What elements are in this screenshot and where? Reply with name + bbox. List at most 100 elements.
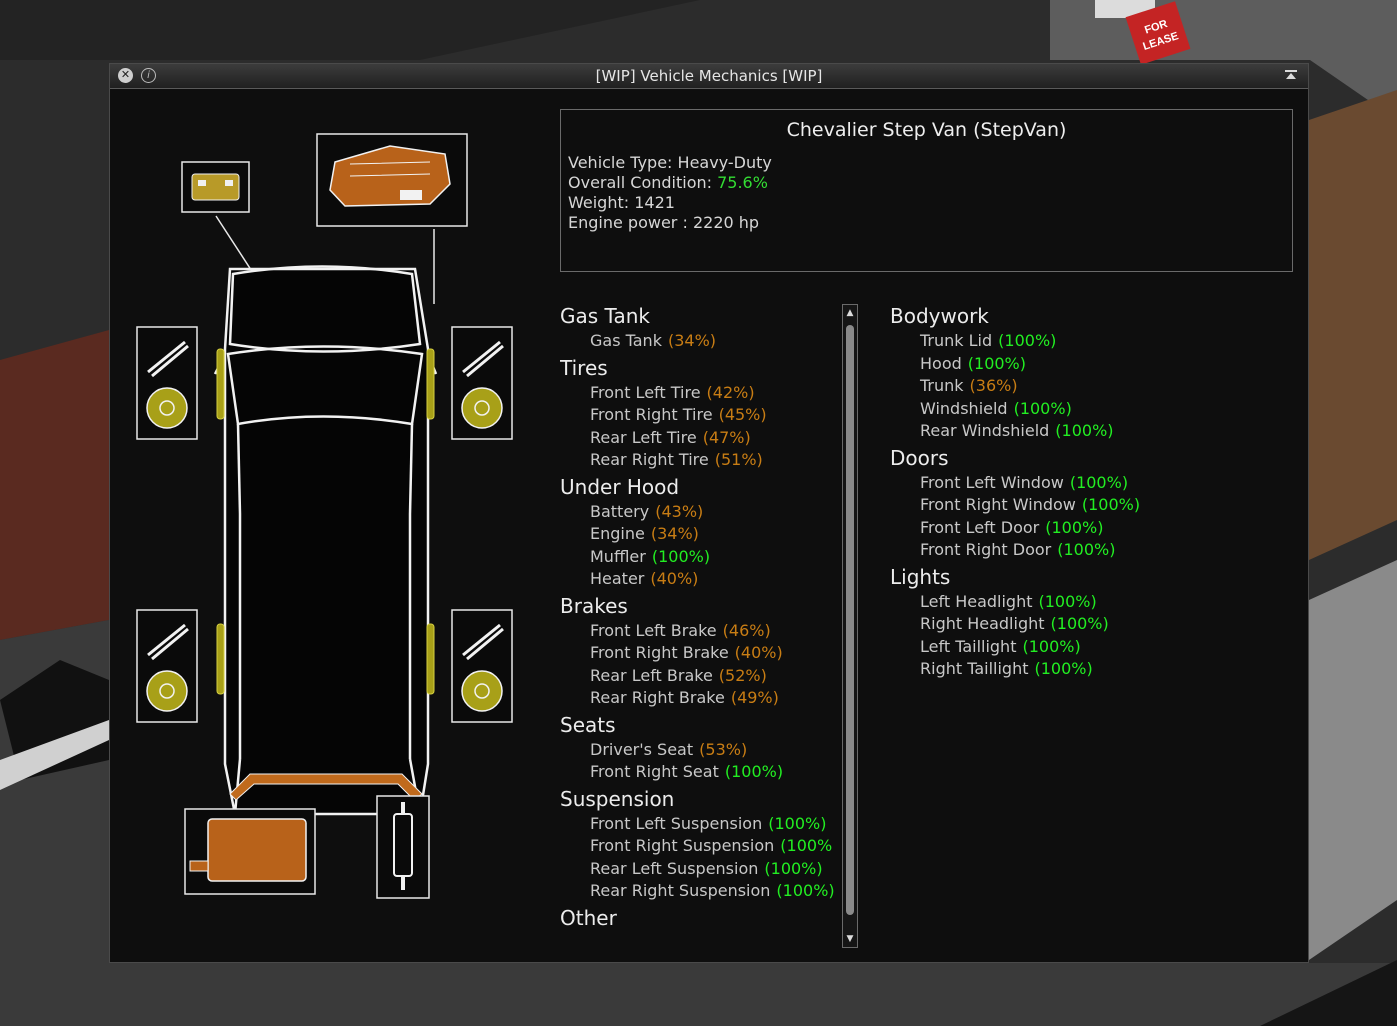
part-item[interactable]: Left Headlight(100%) <box>920 592 1097 611</box>
battery-icon[interactable] <box>181 161 250 213</box>
part-name: Trunk <box>920 376 964 395</box>
part-item[interactable]: Front Right Tire(45%) <box>590 405 767 424</box>
part-name: Front Right Window <box>920 495 1076 514</box>
for-lease-sign: FOR LEASE <box>1125 1 1191 65</box>
part-item[interactable]: Front Left Door(100%) <box>920 518 1103 537</box>
part-name: Front Right Suspension <box>590 836 775 855</box>
rear-right-brake-icon[interactable] <box>451 609 513 723</box>
part-condition: (100%) <box>1034 659 1093 678</box>
part-item[interactable]: Rear Right Brake(49%) <box>590 688 779 707</box>
part-item[interactable]: Rear Right Tire (51%) <box>590 450 763 469</box>
part-name: Rear Right Tire <box>590 450 709 469</box>
part-name: Heater <box>590 569 645 588</box>
weight-label: Weight: <box>568 193 630 212</box>
scroll-down-icon[interactable]: ▼ <box>846 934 854 944</box>
wheel-markers <box>216 348 435 695</box>
part-item[interactable]: Trunk Lid(100%) <box>920 331 1056 350</box>
part-condition: (100%) <box>1038 591 1097 611</box>
van-body-outline <box>213 265 438 816</box>
close-button[interactable]: ✕ <box>118 68 133 83</box>
part-condition: (45%) <box>718 405 767 424</box>
part-item[interactable]: Hood(100%) <box>920 354 1026 373</box>
part-item[interactable]: Front Right Brake(40%) <box>590 643 783 662</box>
gas-tank-icon[interactable] <box>184 808 316 895</box>
part-condition: (46%) <box>722 620 771 640</box>
weight-line: Weight: 1421 <box>568 193 675 212</box>
part-condition: (51%) <box>714 450 763 469</box>
part-condition: (100%) <box>776 881 835 900</box>
part-condition: (43%) <box>655 501 704 521</box>
engine-power-label: Engine power : <box>568 213 688 232</box>
part-name: Driver's Seat <box>590 739 694 759</box>
part-item[interactable]: Front Left Suspension(100%) <box>590 814 826 833</box>
category-brakes: Brakes <box>560 593 628 618</box>
part-condition: (100%) <box>967 353 1026 373</box>
part-item[interactable]: Front Right Suspension(100% <box>590 836 832 855</box>
part-item[interactable]: Left Taillight(100%) <box>920 637 1081 656</box>
part-name: Front Right Seat <box>590 762 719 781</box>
part-condition: (42%) <box>706 382 755 402</box>
part-condition: (100%) <box>1069 472 1129 492</box>
muffler-icon[interactable] <box>376 795 430 899</box>
part-condition: (100%) <box>1022 636 1081 656</box>
part-item[interactable]: Front Left Tire(42%) <box>590 383 755 402</box>
part-item[interactable]: Rear Left Brake(52%) <box>590 666 767 685</box>
category-seats: Seats <box>560 712 616 737</box>
part-item[interactable]: Muffler(100%) <box>590 547 710 566</box>
part-item[interactable]: Front Right Seat(100%) <box>590 762 783 781</box>
part-name: Front Left Window <box>920 472 1064 492</box>
scroll-up-icon[interactable]: ▲ <box>846 308 854 318</box>
part-condition: (40%) <box>650 569 699 588</box>
category-under-hood: Under Hood <box>560 474 680 499</box>
part-item[interactable]: Right Taillight(100%) <box>920 659 1093 678</box>
part-item[interactable]: Right Headlight(100%) <box>920 614 1109 633</box>
category-suspension: Suspension <box>560 786 675 811</box>
part-condition: (40%) <box>734 643 783 662</box>
part-item[interactable]: Front Right Window(100%) <box>920 495 1140 514</box>
front-right-brake-icon[interactable] <box>451 326 513 440</box>
part-name: Hood <box>920 353 962 373</box>
part-item[interactable]: Front Right Door(100%) <box>920 540 1115 559</box>
rear-left-brake-icon[interactable] <box>136 609 198 723</box>
part-item[interactable]: Rear Left Suspension(100%) <box>590 859 823 878</box>
part-name: Rear Left Brake <box>590 665 713 685</box>
part-item[interactable]: Trunk(36%) <box>920 376 1018 395</box>
part-item[interactable]: Rear Windshield(100%) <box>920 421 1114 440</box>
window-titlebar[interactable]: ✕ i [WIP] Vehicle Mechanics [WIP] <box>110 64 1308 89</box>
part-item[interactable]: Rear Right Suspension(100%) <box>590 881 835 900</box>
part-condition: (100%) <box>1045 517 1104 537</box>
category-doors: Doors <box>890 445 949 470</box>
part-item[interactable]: Windshield(100%) <box>920 399 1072 418</box>
part-item[interactable]: Driver's Seat(53%) <box>590 740 747 759</box>
part-item[interactable]: Gas Tank(34%) <box>590 331 716 350</box>
part-condition: (100%) <box>1050 614 1109 633</box>
info-button[interactable]: i <box>141 68 156 83</box>
part-item[interactable]: Front Left Window(100%) <box>920 473 1128 492</box>
engine-power-line: Engine power : 2220 hp <box>568 213 759 232</box>
part-item[interactable]: Battery(43%) <box>590 502 703 521</box>
condition-value: 75.6% <box>717 173 768 192</box>
part-condition: (52%) <box>718 665 767 685</box>
scroll-thumb[interactable] <box>846 325 854 915</box>
part-item[interactable]: Heater (40%) <box>590 569 698 588</box>
condition-line: Overall Condition: 75.6% <box>568 173 768 192</box>
part-item[interactable]: Rear Left Tire(47%) <box>590 428 751 447</box>
part-condition: (100%) <box>1055 421 1114 440</box>
part-name: Front Left Tire <box>590 382 701 402</box>
collapse-icon[interactable] <box>1284 69 1298 83</box>
parts-list-scrollbar[interactable]: ▲ ▼ <box>842 304 858 948</box>
weight-value: 1421 <box>634 193 675 212</box>
part-condition: (34%) <box>650 524 699 543</box>
part-item[interactable]: Front Left Brake(46%) <box>590 621 771 640</box>
engine-icon[interactable] <box>316 133 468 227</box>
part-condition: (100%) <box>651 546 711 566</box>
vehicle-info-panel: Chevalier Step Van (StepVan) Vehicle Typ… <box>560 109 1293 272</box>
part-name: Rear Right Brake <box>590 688 725 707</box>
part-name: Front Right Door <box>920 540 1052 559</box>
part-name: Engine <box>590 524 645 543</box>
part-condition: (100%) <box>764 858 823 878</box>
part-item[interactable]: Engine (34%) <box>590 524 699 543</box>
front-left-brake-icon[interactable] <box>136 326 198 440</box>
